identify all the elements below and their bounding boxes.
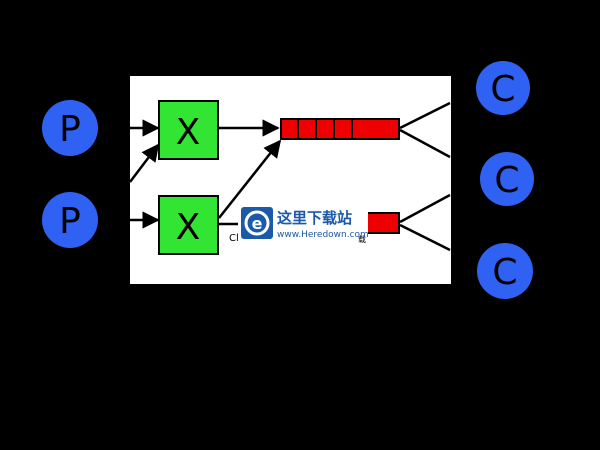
producer-node: P — [42, 192, 98, 248]
producer-label: P — [59, 201, 81, 242]
watermark-partial-right: 载 — [358, 234, 366, 244]
consumer-label: C — [494, 160, 519, 201]
consumer-label: C — [492, 252, 517, 293]
queue-body — [280, 118, 400, 140]
line-queue1-c2 — [399, 128, 451, 159]
consumer-circle — [480, 152, 534, 206]
exchange-label: X — [176, 112, 201, 153]
exchange-box — [158, 100, 219, 160]
line-queue2-c3 — [399, 223, 451, 252]
watermark-logo-glyph: e — [252, 214, 263, 233]
producer-label: P — [59, 109, 81, 150]
consumer-label: C — [490, 69, 515, 110]
consumer-node: C — [477, 243, 533, 299]
exchange-node: X — [158, 195, 219, 255]
queue-upper — [280, 118, 400, 140]
producer-node: P — [42, 100, 98, 156]
exchange-node: X — [158, 100, 219, 160]
consumer-circle — [476, 61, 530, 115]
watermark-title: 这里下载站 — [277, 209, 352, 227]
watermark: e 这里下载站 www.Heredown.com Cl 载 — [229, 205, 369, 244]
line-queue1-c1 — [399, 101, 451, 130]
producer-circle — [42, 100, 98, 156]
watermark-partial-left: Cl — [229, 233, 239, 244]
consumer-node: C — [480, 152, 534, 206]
watermark-logo-ring — [244, 210, 270, 236]
exchange-box — [158, 195, 219, 255]
arrow-p2-x1 — [129, 143, 160, 183]
producer-circle — [42, 192, 98, 248]
connections — [98, 101, 451, 252]
line-queue2-c2 — [399, 193, 451, 224]
exchange-label: X — [176, 207, 201, 248]
consumer-circle — [477, 243, 533, 299]
consumer-node: C — [476, 61, 530, 115]
arrow-x2-queue1 — [218, 139, 282, 219]
watermark-url: www.Heredown.com — [277, 230, 369, 240]
